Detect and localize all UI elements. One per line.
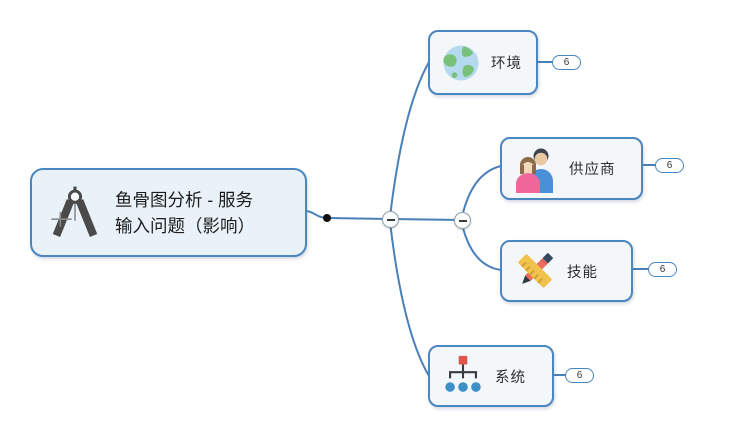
topic-skills[interactable]: 技能 <box>500 240 633 302</box>
count-value: 6 <box>666 160 673 171</box>
people-icon <box>512 145 560 193</box>
topic-label: 系统 <box>495 369 526 386</box>
count-badge-supplier[interactable]: 6 <box>655 158 684 173</box>
globe-icon <box>440 42 482 84</box>
root-topic-label: 鱼骨图分析 - 服务 输入问题（影响） <box>115 187 255 239</box>
root-topic-line1: 鱼骨图分析 - 服务 <box>115 189 254 210</box>
topic-label: 供应商 <box>569 162 616 178</box>
count-badge-environment[interactable]: 6 <box>552 55 581 70</box>
topic-system[interactable]: 系统 <box>428 345 554 407</box>
count-badge-system[interactable]: 6 <box>565 368 594 383</box>
root-topic[interactable]: 鱼骨图分析 - 服务 输入问题（影响） <box>30 168 307 257</box>
org-chart-icon <box>440 353 486 399</box>
minus-icon <box>386 218 395 221</box>
count-value: 6 <box>576 370 583 381</box>
topic-environment[interactable]: 环境 <box>428 30 538 95</box>
ruler-pencil-icon <box>512 248 558 294</box>
root-topic-line2: 输入问题（影响） <box>115 215 255 236</box>
topic-supplier[interactable]: 供应商 <box>500 137 643 200</box>
compass-icon <box>48 186 102 240</box>
minus-icon <box>458 219 467 222</box>
connector-dot <box>323 214 331 222</box>
count-value: 6 <box>659 264 666 275</box>
collapse-button-main[interactable] <box>382 211 399 228</box>
count-value: 6 <box>563 57 570 68</box>
collapse-button-sub[interactable] <box>454 212 471 229</box>
topic-label: 技能 <box>567 264 598 281</box>
topic-label: 环境 <box>491 56 522 72</box>
count-badge-skills[interactable]: 6 <box>648 262 677 277</box>
